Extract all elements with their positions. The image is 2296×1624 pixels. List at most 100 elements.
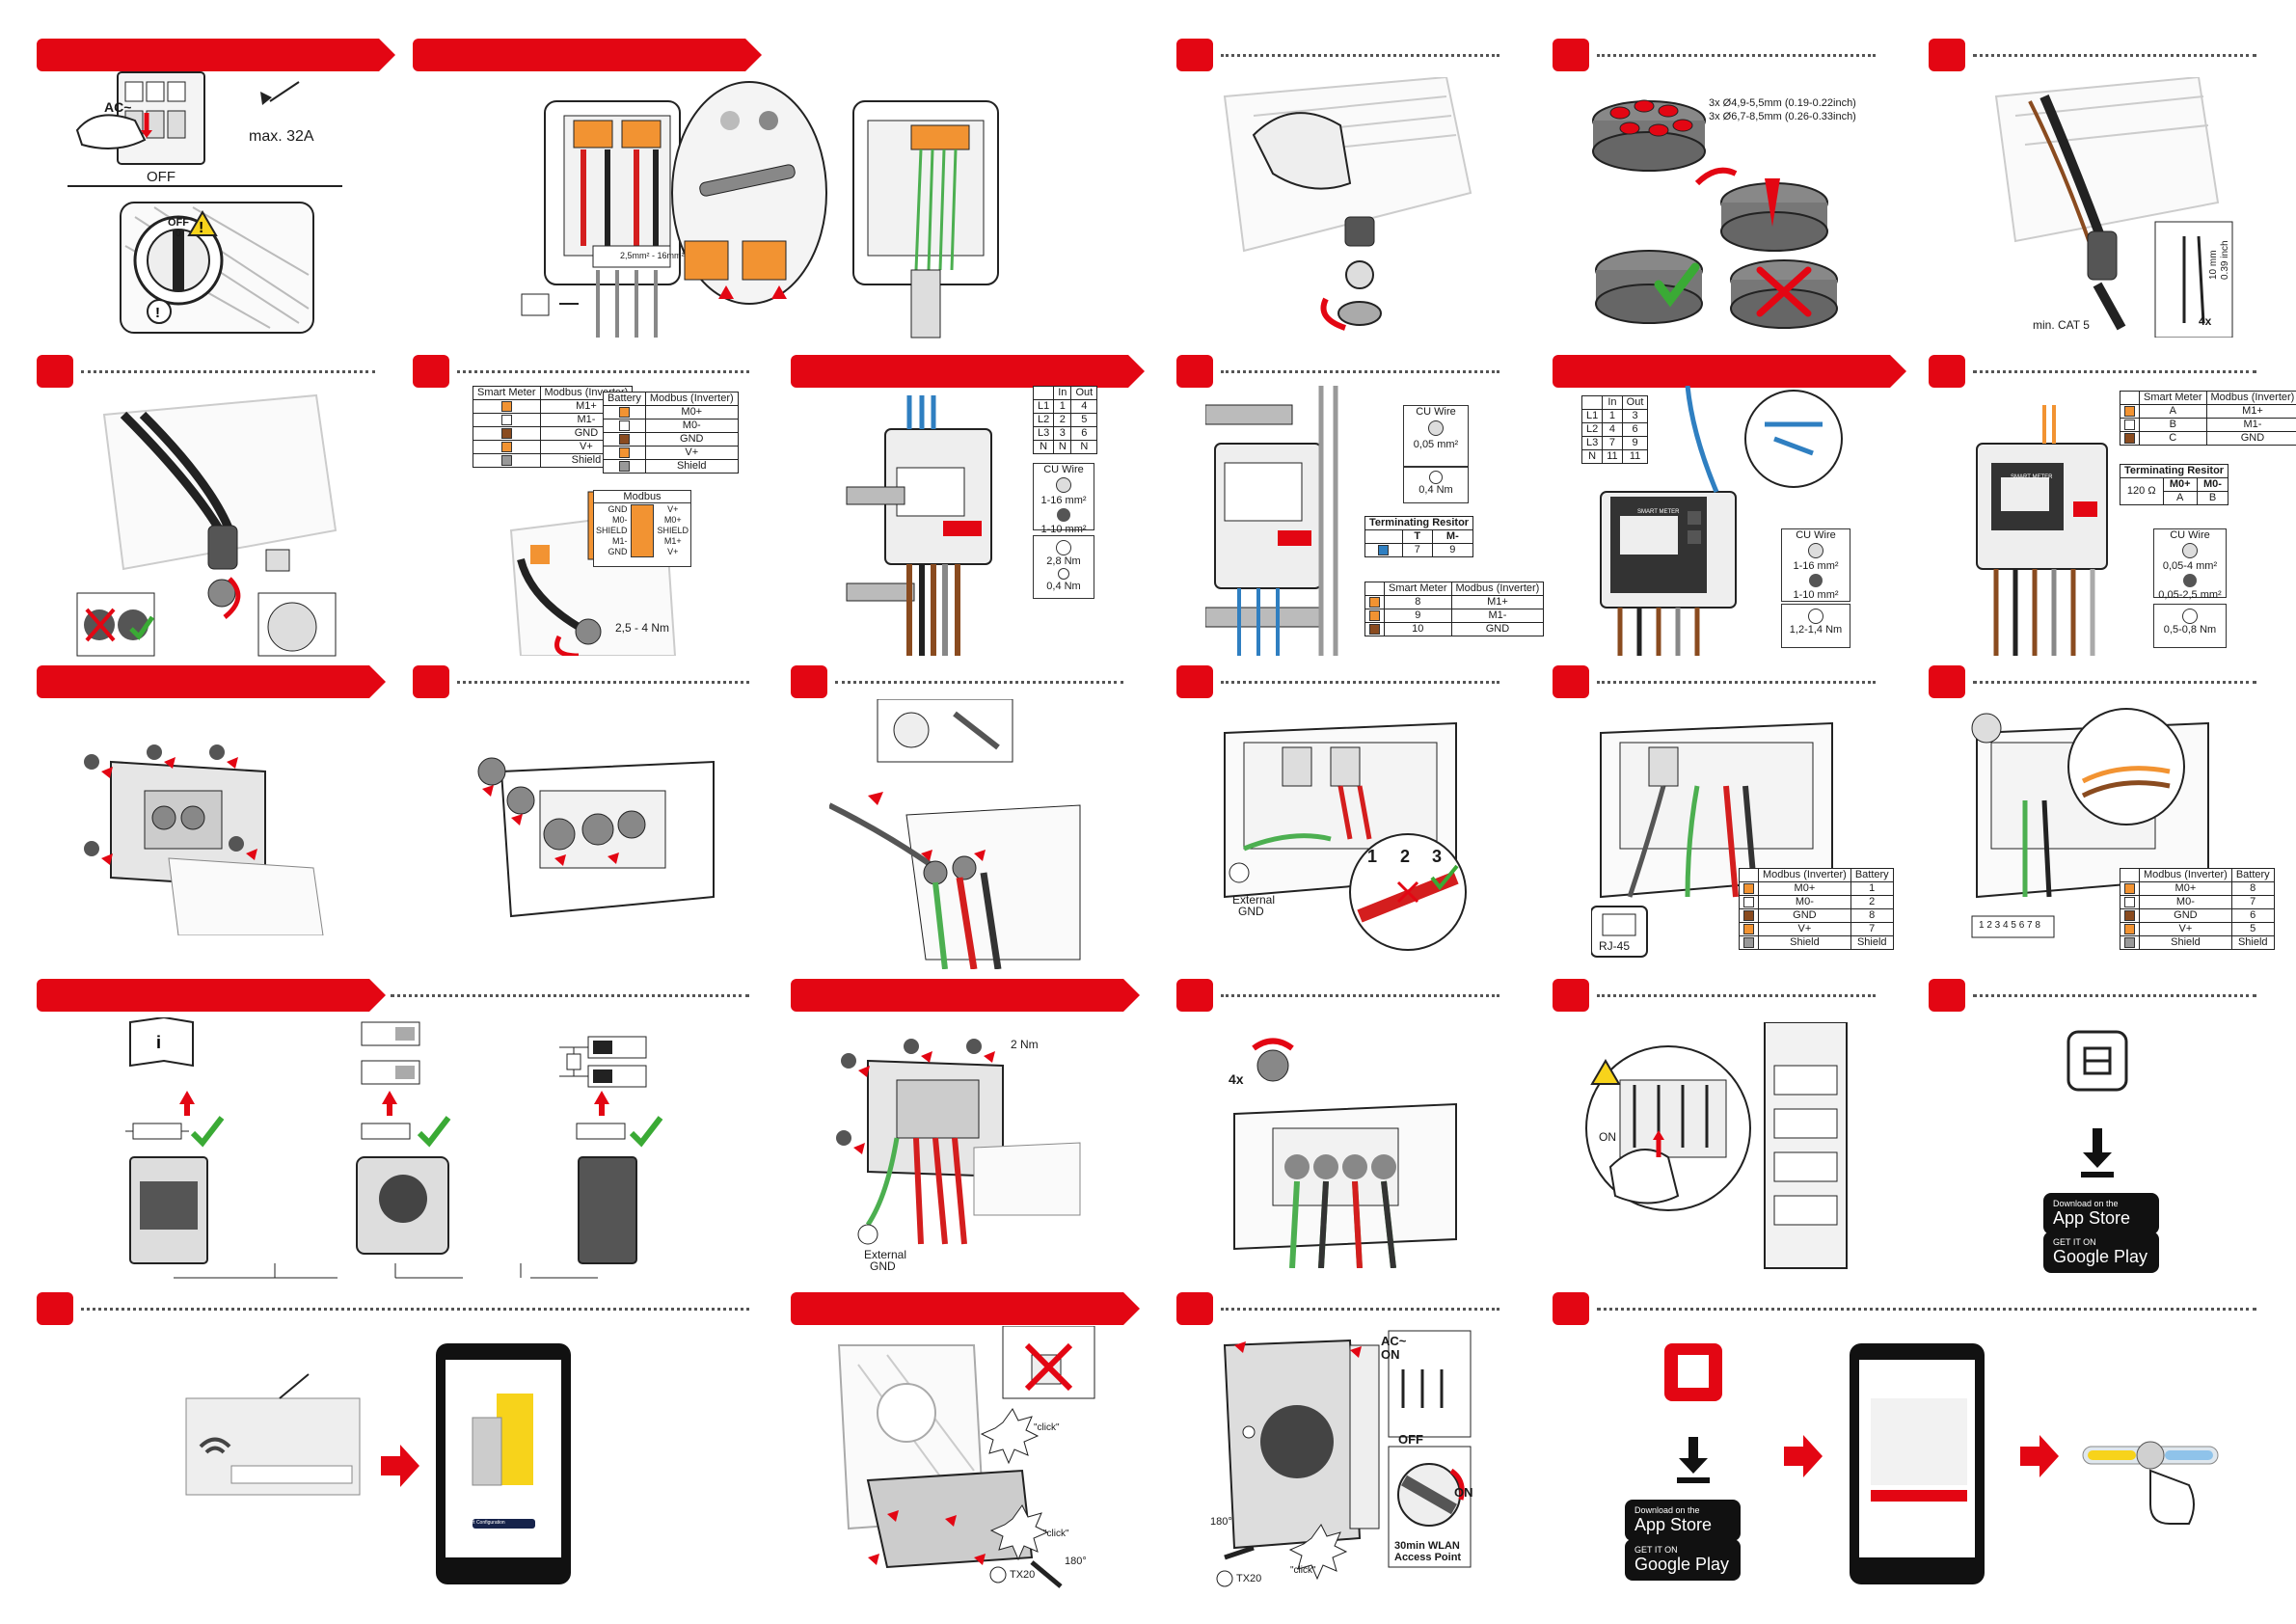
off-label: OFF [1398,1432,1423,1447]
step-header-tag [1929,979,1965,1012]
table-cell: 6 [2230,908,2275,923]
table-row: M0-2 [1739,895,1894,909]
meter-title: SMART METER [1637,509,1680,515]
table-cell: Shield [2230,935,2275,950]
table-cell: 8 [2230,881,2275,896]
table-cell: M0+ [1758,881,1851,896]
table-cell: 3 [1053,426,1072,441]
table-cell: L1 [1580,409,1604,423]
step-header-divider [391,994,749,997]
step-header-divider [1973,994,2256,997]
start-configuration-button[interactable]: Start Configuration [465,1520,505,1526]
step-header-divider [1597,54,1876,57]
table-cell: Shield [644,459,739,474]
rj45-label: RJ-45 [1599,939,1631,953]
meter-title: SMART METER [2011,474,2053,480]
table-row: Shield [603,459,739,474]
table-cell: N [1032,440,1055,454]
count-label: 4x [2199,314,2212,328]
step-header-tag [1176,355,1213,388]
step-number-1: 1 [1367,847,1378,866]
step-number-3: 3 [1432,847,1443,866]
step-header-tag [1929,355,1965,388]
dial-zero-label: 0 [176,229,181,239]
off-label: OFF [147,169,176,185]
tx20-label: TX20 [1236,1573,1262,1584]
torque-box: 0,5-0,8 Nm [2153,604,2227,648]
gnd-label: GND [1238,905,1264,918]
dip-switch-illustration: i [125,1015,663,1279]
table-cell: GND [644,432,739,447]
table-cell: V+ [1758,922,1851,936]
app-download-icon [2066,1030,2128,1177]
on-label-2: ON [1454,1485,1473,1500]
table-cell: Shield [2139,935,2232,950]
step-3-panel [1215,75,1475,338]
table-cell: GND [1450,622,1545,636]
modbus-pin-label: V+ [667,547,679,556]
step-header-divider [1973,370,2256,373]
step-header-tag [791,979,1140,1012]
step-header-tag [1176,1292,1213,1325]
gland-tighten-cover-illustration [1233,1038,1457,1269]
inverter-cover-install-illustration [1216,1330,1472,1587]
step-1-panel: ! ! AC~ max. 32A OFF OFF 0 [68,53,347,338]
wire-color-swatch [618,447,630,458]
table-cell: M0- [644,419,739,433]
table-cell: M0+ [644,405,739,420]
terminal-block-illustration [1971,708,2209,938]
wlan-label: 30min WLAN [1394,1540,1460,1552]
step-header-divider [457,681,749,684]
step-18-panel: i [125,1015,694,1283]
step-25-panel: AC~ ON OFF ON 30min WLAN Access Point 18… [1205,1326,1475,1591]
step-header-divider [457,370,749,373]
table-row: M0-7 [2120,895,2275,909]
step-header-divider [1221,370,1499,373]
table-cell: 7 [1850,922,1894,936]
ac-label: AC~ [104,99,132,115]
rotation-label: 180° [1065,1556,1087,1567]
step-header-tag [413,39,762,71]
breaker-on-illustration [1585,1021,1848,1269]
table-cell: M0+ [2139,881,2232,896]
modbus-connector [631,504,654,557]
meter-wiring-illustration [846,395,992,656]
table-cell: C [2139,431,2207,446]
svg-text:i: i [156,1033,161,1052]
wire-color-swatch [2124,882,2135,894]
table-row: M0+1 [1739,881,1894,896]
step-24-panel: "click" "click" 180° TX20 [829,1325,1099,1591]
step-13-panel [463,733,723,935]
wire-color-swatch [2124,909,2135,921]
step-header-tag [1553,665,1589,698]
step-header-tag [791,665,827,698]
table-row: V+7 [1739,922,1894,936]
table-row: M0- [603,419,739,433]
step-header-tag [413,665,449,698]
access-point-label: Access Point [1394,1552,1462,1563]
step-header-tag [37,1292,73,1325]
gland-size-b: 3x Ø6,7-8,5mm (0.26-0.33inch) [1709,111,1856,122]
table-row: GND [603,432,739,447]
count-label: 4x [1229,1071,1244,1087]
wire-color-swatch [1369,609,1380,621]
step-15-panel: External GND 1 2 3 [1215,704,1475,955]
